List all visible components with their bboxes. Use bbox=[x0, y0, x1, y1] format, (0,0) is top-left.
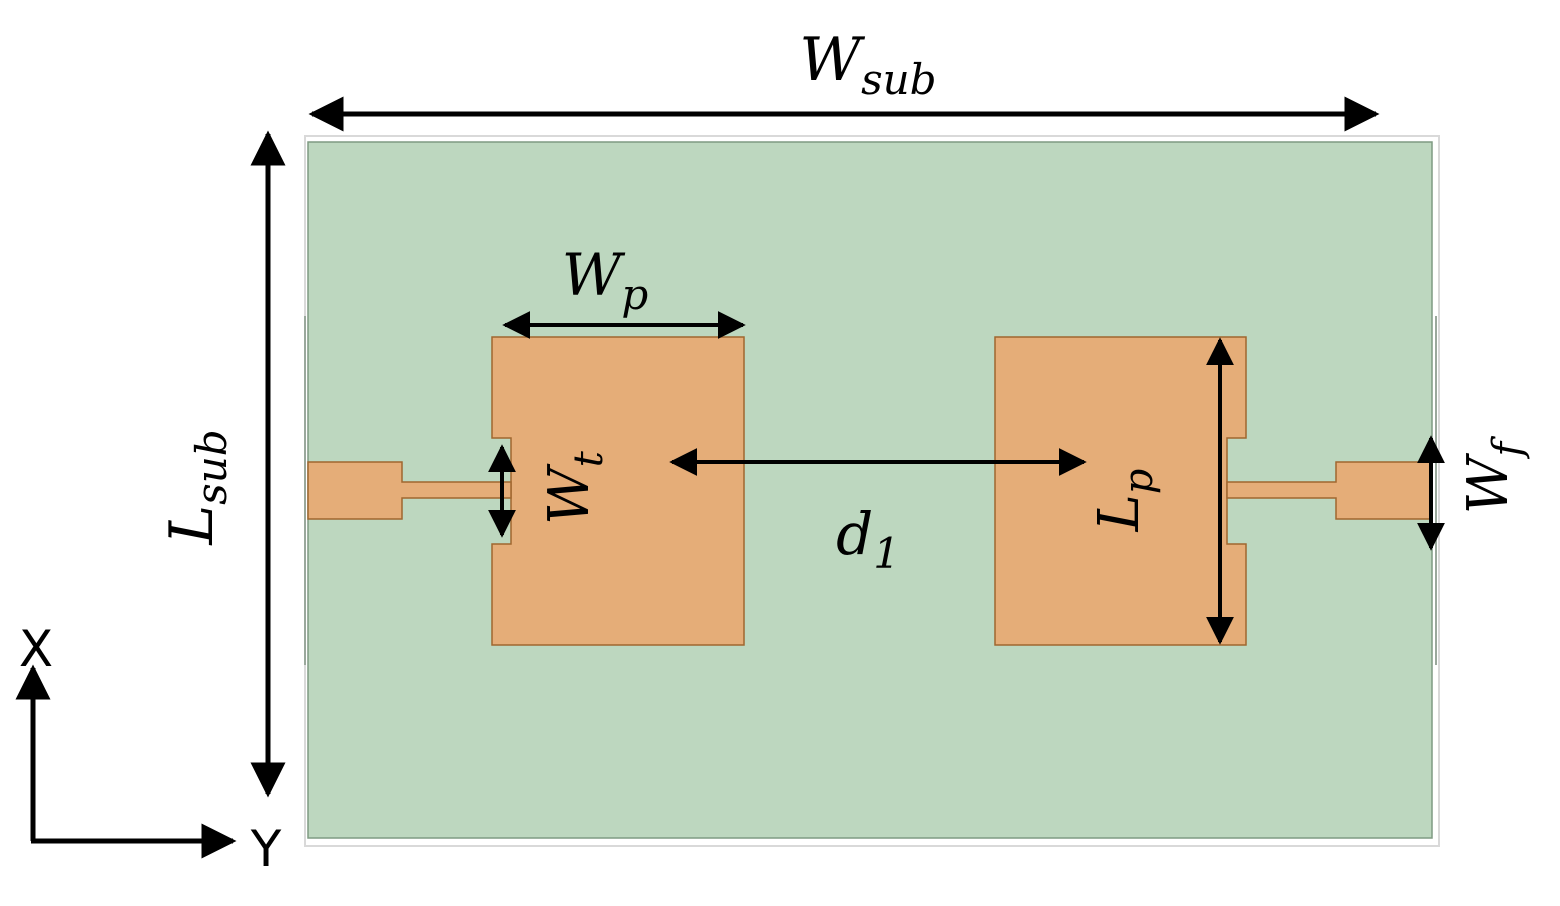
x-axis-label: X bbox=[19, 620, 53, 678]
d-1-label: d1 bbox=[836, 500, 900, 578]
y-axis-label: Y bbox=[250, 820, 282, 878]
w-sub-label: Wsub bbox=[799, 25, 936, 104]
w-f-label: Wf bbox=[1456, 436, 1531, 515]
w-p-label: Wp bbox=[562, 241, 649, 319]
left-patch bbox=[491, 336, 745, 646]
w-t-label: Wt bbox=[537, 450, 612, 525]
l-sub-label: Lsub bbox=[157, 429, 236, 545]
l-p-label: Lp bbox=[1087, 469, 1162, 533]
